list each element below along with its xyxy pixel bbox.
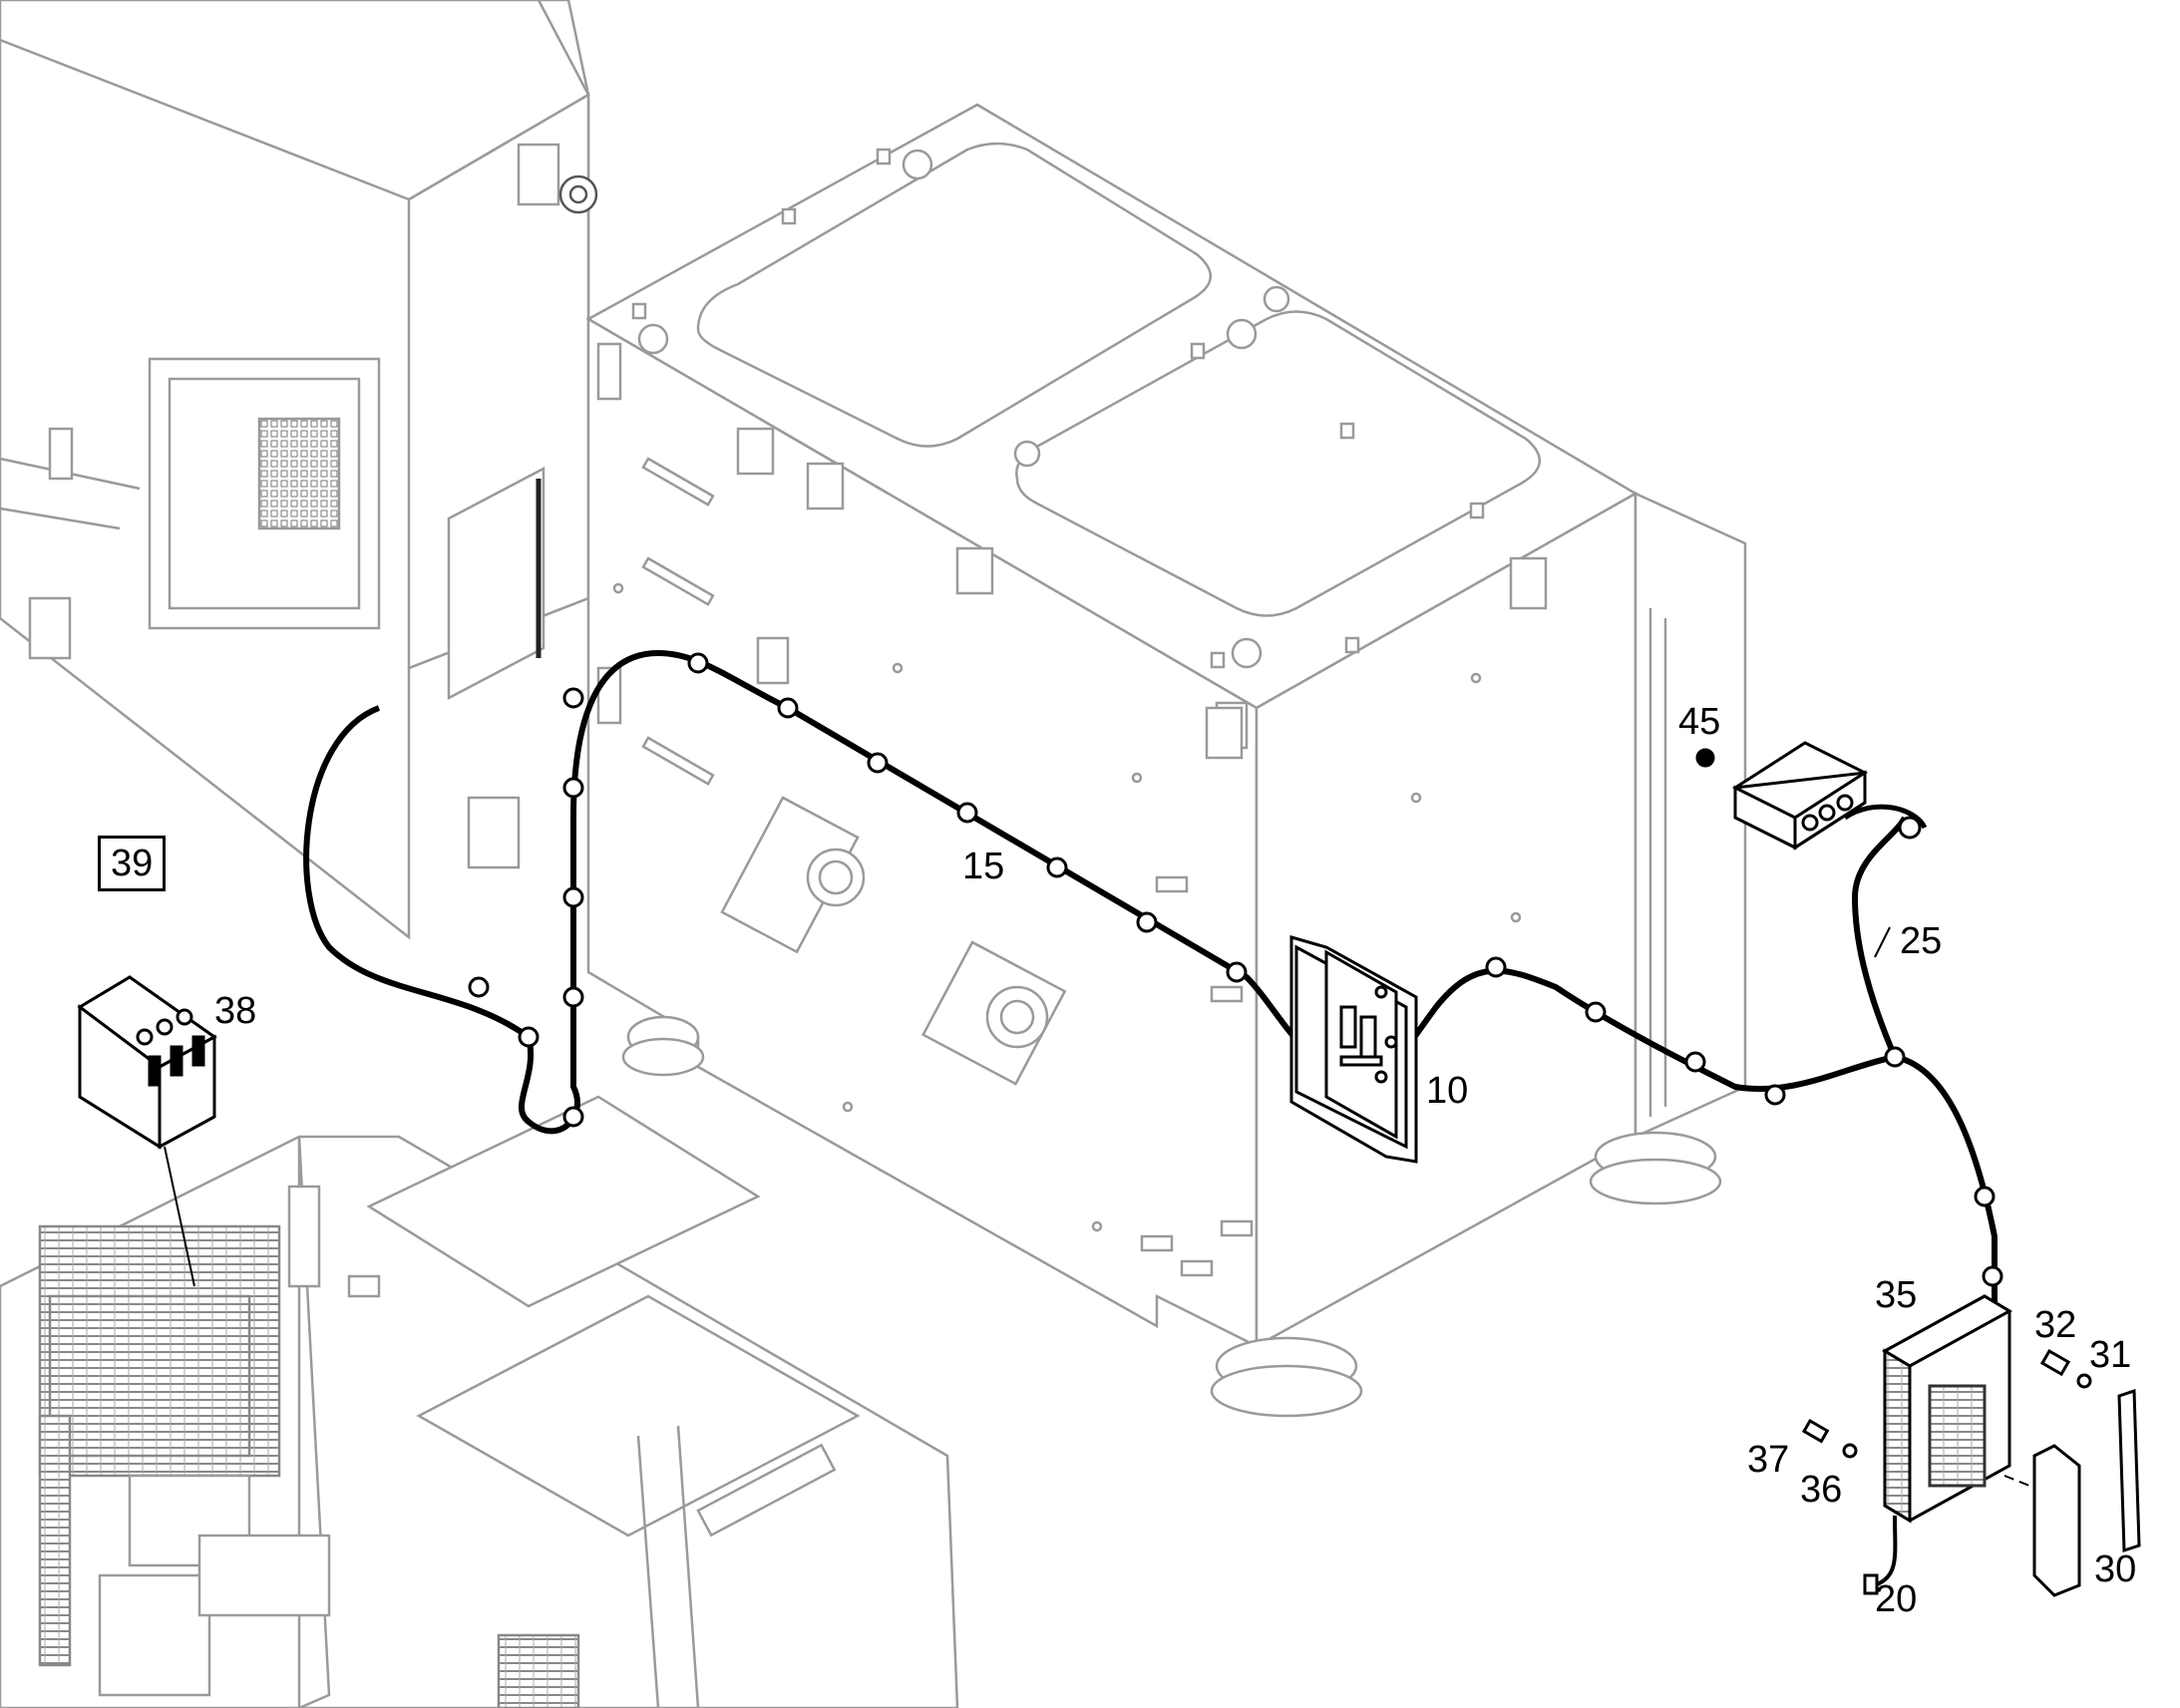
callout-10: 10 (1426, 1070, 1469, 1112)
callout-20: 20 (1875, 1578, 1918, 1620)
control-panel-10 (1289, 935, 1418, 1164)
callout-15: 15 (962, 846, 1005, 887)
callout-35: 35 (1875, 1274, 1918, 1316)
bottom-electrical-cabinet (0, 1095, 959, 1708)
cable-harness-15 (303, 649, 2003, 1446)
callout-30: 30 (2094, 1548, 2137, 1590)
central-machine-housing (585, 103, 1747, 1418)
screws-and-washers (1801, 1348, 2092, 1459)
bracket-30 (2032, 1388, 2141, 1597)
callout-31: 31 (2089, 1334, 2132, 1376)
callout-25: 25 (1900, 920, 1943, 962)
circuit-breaker-38 (77, 975, 217, 1287)
electronics-unit-35 (1863, 1294, 2055, 1595)
callout-36: 36 (1800, 1469, 1843, 1511)
leader-lines (1874, 926, 1891, 958)
callout-32: 32 (2034, 1304, 2077, 1346)
callout-38: 38 (214, 990, 257, 1032)
callout-37: 37 (1747, 1439, 1790, 1481)
callout-39: 39 (98, 836, 167, 891)
callout-45: 45 (1678, 701, 1721, 743)
junction-box-45 (1695, 741, 1869, 851)
left-upper-machine (0, 0, 598, 940)
